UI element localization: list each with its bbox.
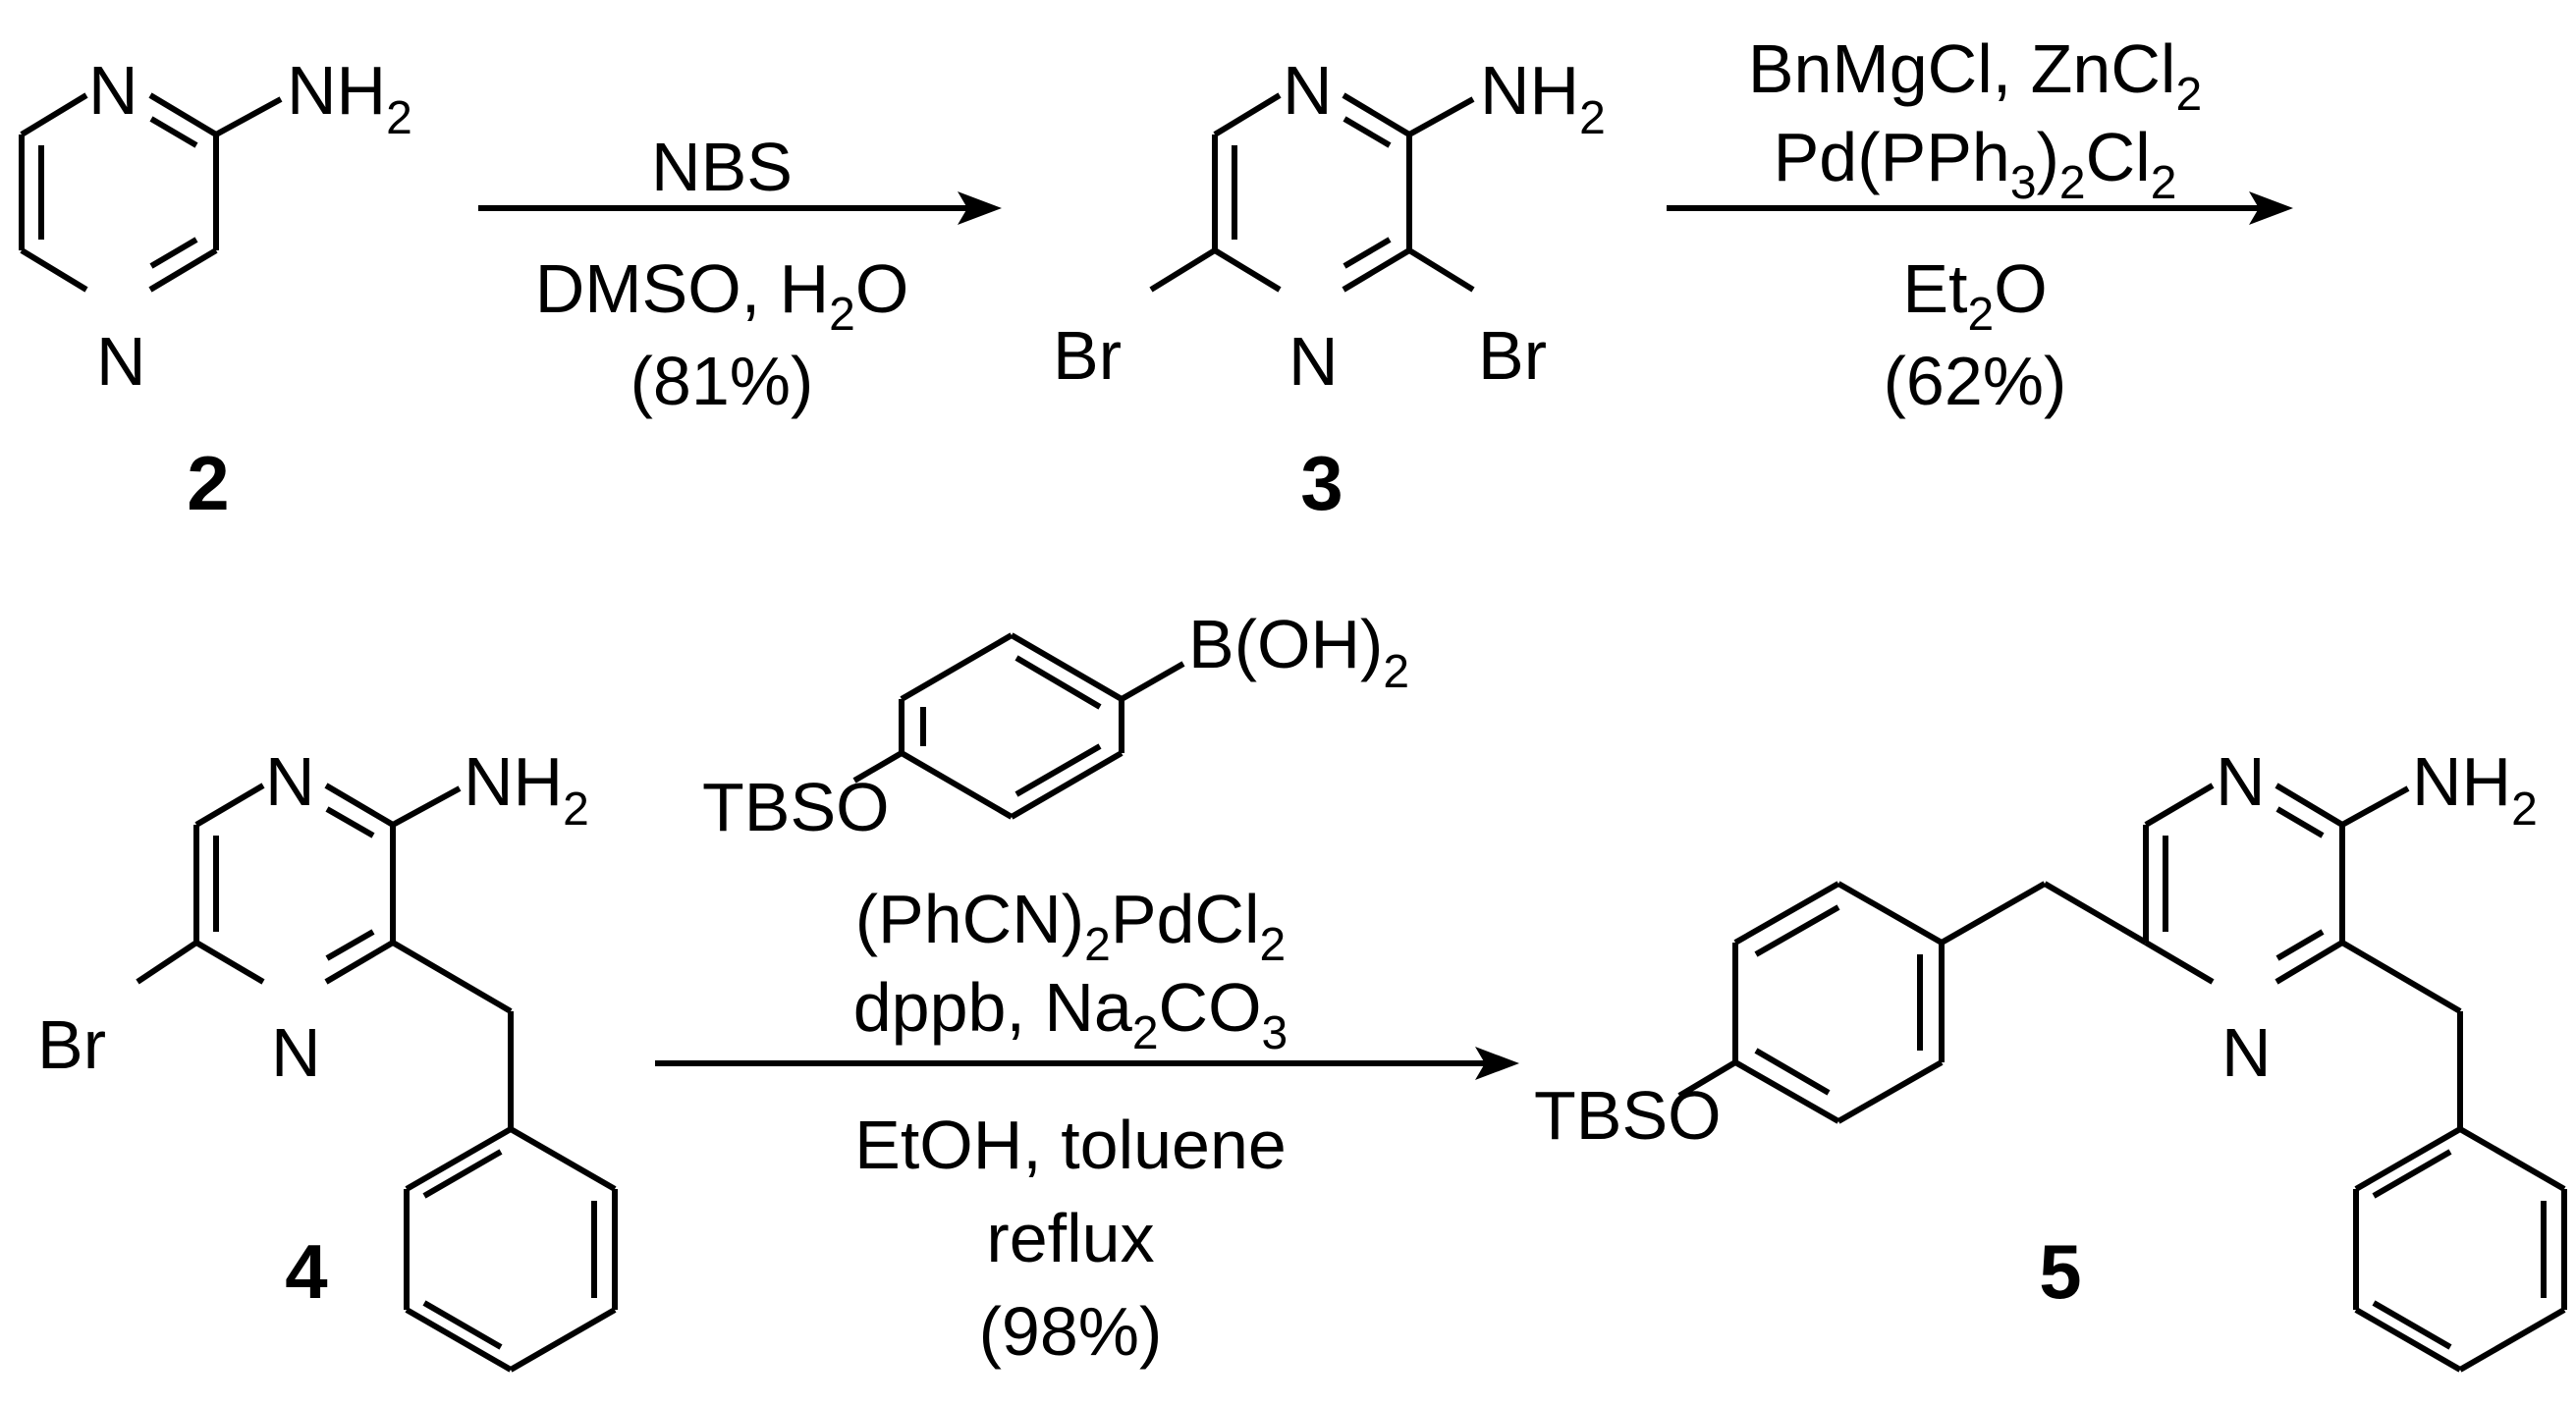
step3-solvent: EtOH, toluene <box>854 1107 1287 1183</box>
c2-amine-nh: NH <box>287 52 386 129</box>
c4-amine-label: NH2 <box>464 743 589 836</box>
step2-reagent-line2: Pd(PPh3)2Cl2 <box>1774 119 2177 209</box>
step3-conditions: (PhCN)2PdCl2 dppb, Na2CO3 EtOH, toluene … <box>853 881 1288 1370</box>
c4-br-label: Br <box>37 1006 106 1083</box>
c2-n4-label: N <box>96 323 146 400</box>
compound-2-label: 2 <box>187 440 229 526</box>
c3-amine-label: NH2 <box>1480 52 1606 144</box>
c5-tbso-label: TBSO <box>1534 1077 1722 1154</box>
step1-conditions: NBS DMSO, H2O (81%) <box>535 129 909 419</box>
c3-br-left-label: Br <box>1053 317 1122 394</box>
step2-reagent-line1: BnMgCl, ZnCl2 <box>1748 30 2202 121</box>
step3-boronic-label: B(OH)2 <box>1188 606 1409 698</box>
c2-amine-sub: 2 <box>386 92 412 144</box>
c5-n1-label: N <box>2216 743 2266 820</box>
step1-reagent: NBS <box>651 129 793 205</box>
compound-4-label: 4 <box>285 1228 327 1315</box>
compound-5-label: 5 <box>2039 1228 2081 1315</box>
step3-tbso-label: TBSO <box>702 769 890 845</box>
c5-n4-label: N <box>2221 1014 2272 1091</box>
step3-temperature: reflux <box>986 1200 1154 1276</box>
step3-catalyst: (PhCN)2PdCl2 <box>855 881 1287 971</box>
c4-n4-label: N <box>271 1014 321 1091</box>
reaction-arrow-2 <box>1667 191 2293 225</box>
step3-yield: (98%) <box>979 1293 1163 1370</box>
compound-2: N N NH2 2 <box>19 52 412 526</box>
c4-n1-label: N <box>265 743 315 820</box>
c5-amine-label: NH2 <box>2412 743 2538 836</box>
step1-yield: (81%) <box>630 343 814 419</box>
reaction-arrow-3 <box>655 1047 1519 1080</box>
compound-3: N N NH2 Br Br 3 <box>1053 52 1606 526</box>
c3-n1-label: N <box>1283 52 1333 129</box>
compound-3-label: 3 <box>1300 440 1343 526</box>
step2-solvent: Et2O <box>1902 250 2047 341</box>
c2-n1-label: N <box>88 52 138 129</box>
boronic-acid-reagent: B(OH)2 TBSO <box>702 606 1409 845</box>
step1-solvent: DMSO, H2O <box>535 250 909 341</box>
step2-yield: (62%) <box>1884 343 2067 419</box>
step2-conditions: BnMgCl, ZnCl2 Pd(PPh3)2Cl2 Et2O (62%) <box>1748 30 2202 419</box>
compound-5: N N NH2 TBSO 5 <box>1534 743 2567 1373</box>
reaction-arrow-1 <box>478 191 1002 225</box>
c3-n4-label: N <box>1288 323 1339 400</box>
c3-br-right-label: Br <box>1478 317 1547 394</box>
c2-amine-label: NH2 <box>287 52 412 144</box>
step3-ligand-base: dppb, Na2CO3 <box>853 969 1288 1059</box>
compound-4: N N NH2 Br 4 <box>37 743 618 1373</box>
